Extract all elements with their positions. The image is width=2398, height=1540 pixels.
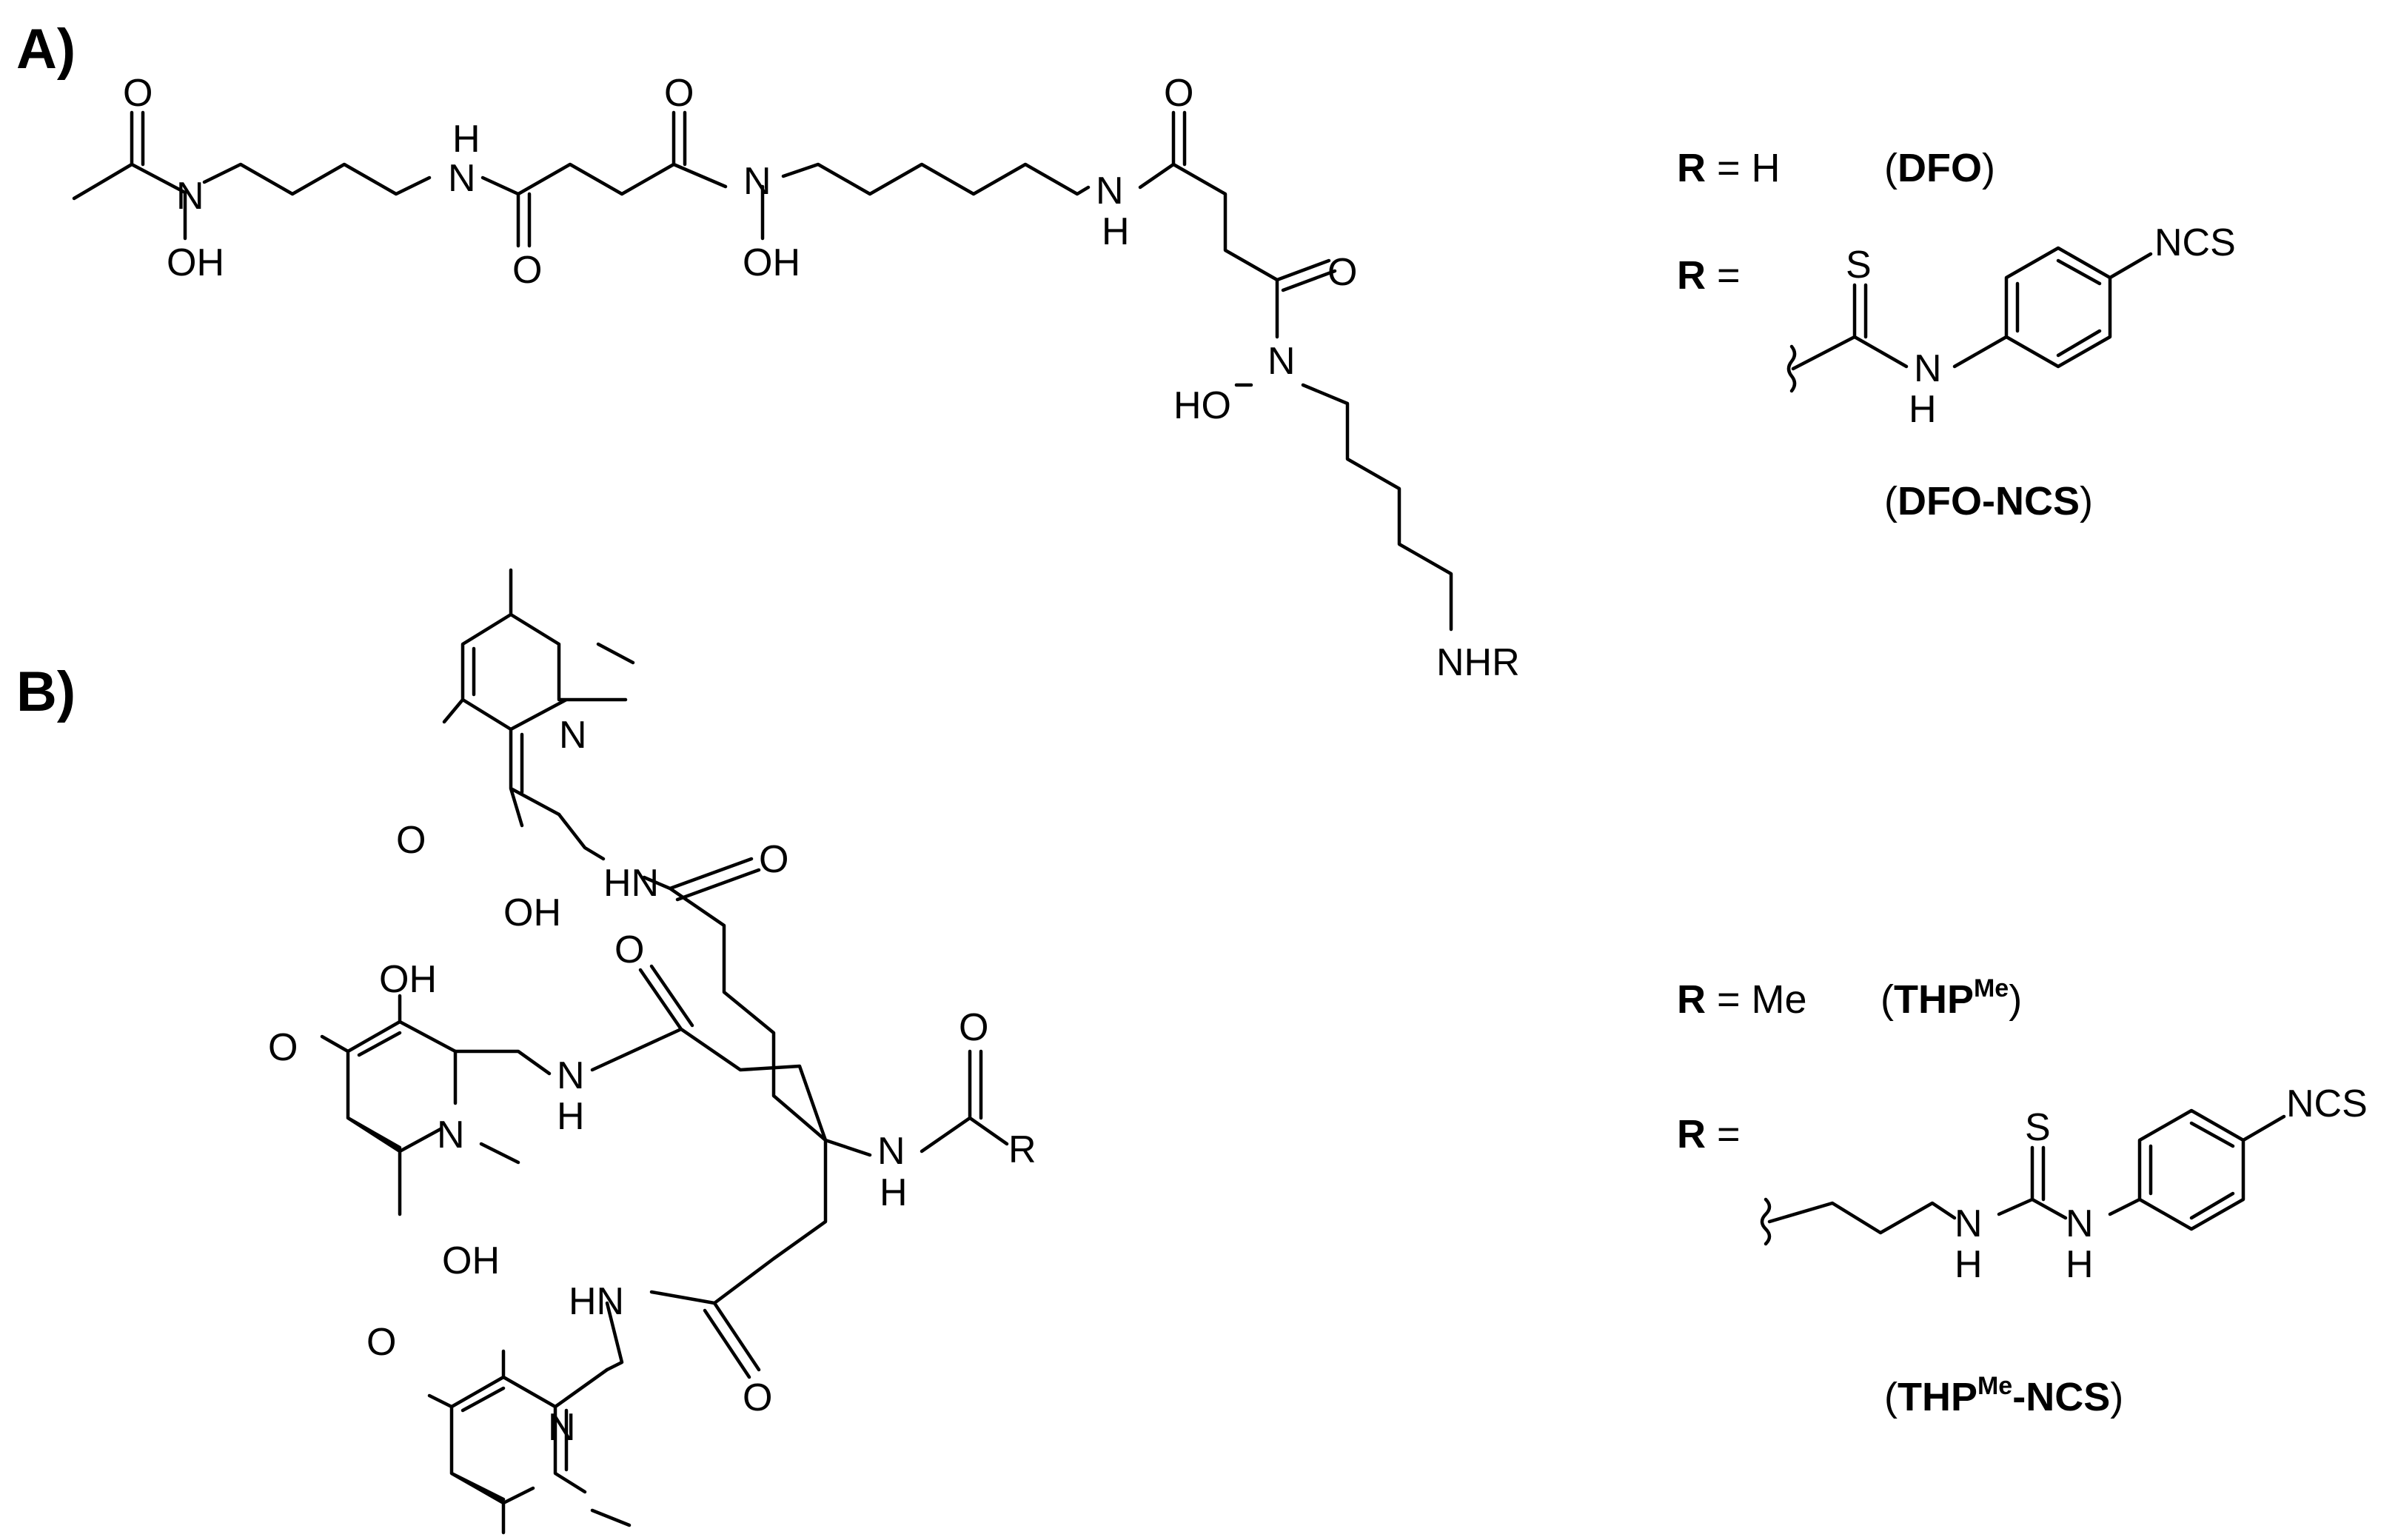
atom-o-3: O: [664, 72, 694, 115]
thp-top-atom-n: N: [559, 714, 587, 757]
atom-n-1: N: [176, 175, 204, 218]
thp-low-atom-n: N: [548, 1406, 576, 1449]
thp-ncs-r-equals: R =: [1677, 1112, 1741, 1156]
thp-mid-atom-oh: OH: [379, 958, 437, 1001]
thp-ncs-atom-s: S: [2025, 1106, 2051, 1149]
thp-atom-o-top: O: [759, 838, 788, 881]
thp-top-atom-o: O: [396, 819, 426, 862]
atom-h-2: H: [1102, 210, 1130, 253]
thp-atom-hn-low: HN: [569, 1280, 624, 1323]
thp-atom-h-mid: H: [557, 1095, 585, 1138]
thp-ncs-atom-ncs: NCS: [2286, 1082, 2368, 1125]
dfo-structure: O N OH H N O O N OH N H O O N HO NHR: [72, 72, 1520, 684]
atom-ho-1: HO: [1173, 384, 1231, 427]
thp-r-equals-me: R = Me: [1677, 977, 1807, 1022]
atom-oh-2: OH: [743, 241, 800, 284]
thp-low-atom-oh: OH: [442, 1239, 500, 1282]
thp-compound-name: (THPMe): [1880, 974, 2022, 1022]
panel-label-a: A): [16, 18, 76, 81]
atom-n-2: N: [448, 157, 476, 200]
dfo-ncs-r-equals: R =: [1677, 253, 1741, 298]
thp-ncs-compound-name: (THPMe-NCS): [1884, 1372, 2123, 1419]
panel-label-b: B): [16, 660, 76, 723]
thp-ncs-substituent-bonds: [1760, 1108, 2286, 1246]
dfo-ncs-atom-ncs: NCS: [2154, 221, 2236, 264]
thp-top-atom-oh: OH: [503, 891, 561, 934]
thp-ncs-atom-nh-2: N: [2066, 1202, 2094, 1245]
atom-o-1: O: [123, 72, 153, 115]
atom-oh-1: OH: [167, 241, 224, 284]
thp-atom-o-r: O: [959, 1006, 988, 1049]
dfo-ncs-atom-h: H: [1909, 388, 1937, 431]
thp-structure: O HN O N H HN O N H O R N O OH OH O N OH…: [268, 568, 1036, 1535]
dfo-r-equals-h: R = H: [1677, 146, 1781, 190]
thp-pyridinone-middle-bonds: [320, 994, 520, 1216]
dfo-ncs-atom-n: N: [1914, 347, 1942, 390]
atom-h-1: H: [452, 118, 480, 161]
thp-ncs-atom-h-1: H: [1955, 1243, 1983, 1286]
atom-n-4: N: [1096, 170, 1124, 212]
thp-atom-h-core: H: [880, 1171, 908, 1214]
dfo-r-definitions: R = H (DFO) R = S N H NCS (DFO-NCS): [1677, 146, 2236, 523]
thp-atom-n-mid: N: [557, 1054, 585, 1097]
thp-ncs-atom-h-2: H: [2066, 1243, 2094, 1286]
atom-n-3: N: [743, 160, 771, 203]
thp-pyridinone-top-bonds: [442, 568, 635, 828]
thp-mid-atom-n: N: [437, 1114, 465, 1156]
thp-pyridinone-lower-bonds: [427, 1349, 632, 1535]
dfo-backbone-bonds: [72, 110, 1453, 632]
thp-core-bonds: [453, 812, 1009, 1379]
thp-atom-n-core: N: [877, 1130, 905, 1173]
thp-atom-r: R: [1008, 1128, 1036, 1171]
thp-mid-atom-o: O: [268, 1026, 298, 1069]
atom-n-5: N: [1267, 340, 1296, 383]
thp-r-definitions: R = Me (THPMe) R = N H S N H NCS (THPMe-…: [1677, 974, 2368, 1419]
dfo-ncs-substituent-bonds: [1786, 246, 2153, 393]
atom-o-4: O: [1164, 72, 1193, 115]
atom-o-5: O: [1327, 251, 1357, 294]
atom-o-2: O: [512, 249, 542, 292]
thp-ncs-atom-nh-1: N: [1955, 1202, 1983, 1245]
thp-atom-o-low: O: [743, 1376, 772, 1419]
thp-atom-hn-top: HN: [603, 862, 659, 905]
dfo-compound-name: (DFO): [1884, 146, 1995, 190]
thp-low-atom-o: O: [366, 1321, 396, 1364]
dfo-ncs-atom-s: S: [1846, 244, 1872, 287]
dfo-ncs-compound-name: (DFO-NCS): [1884, 479, 2093, 523]
atom-nhr: NHR: [1436, 641, 1520, 684]
thp-atom-o-mid: O: [614, 928, 644, 971]
